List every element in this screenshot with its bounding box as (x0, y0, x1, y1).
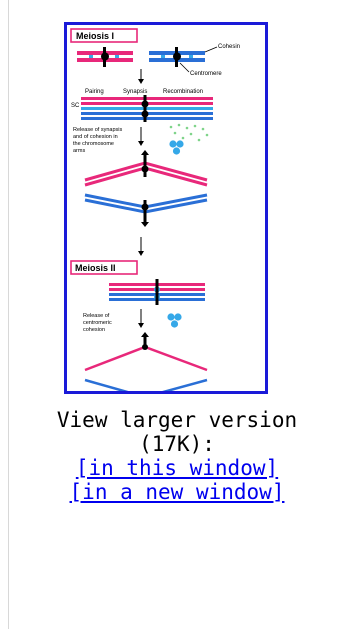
meiosis-i-label: Meiosis I (76, 31, 114, 41)
released-cohesin-dots (169, 123, 209, 155)
meiosis-ii-chromatids (109, 279, 205, 305)
meiosis-ii-label: Meiosis II (75, 263, 116, 273)
figure-thumbnail[interactable]: Meiosis I Cohesin Centromere Pairing Syn… (64, 22, 268, 394)
cohesin-label: Cohesin (218, 44, 240, 50)
left-divider (8, 0, 9, 629)
meiosis-i-label-box (70, 28, 138, 43)
meiosis-ii-label-box (70, 260, 138, 275)
link-in-new-window[interactable]: [in a new window] (69, 480, 285, 504)
anaphase-ii-chromatids (84, 332, 208, 391)
release2-text-3: cohesion (83, 327, 105, 333)
chromosome-pair-left (77, 47, 133, 67)
synapsis-label: Synapsis (123, 89, 147, 95)
recombination-label: Recombination (163, 89, 203, 95)
centromere-label: Centromere (190, 71, 222, 77)
pairing-label: Pairing (85, 89, 104, 95)
release-text-1: Release of synapsis (73, 127, 122, 133)
release2-text-2: centromeric (83, 320, 112, 326)
release-text-3: the chromosome (73, 141, 114, 147)
release2-text-1: Release of (83, 313, 110, 319)
meiosis-diagram: Meiosis I Cohesin Centromere Pairing Syn… (70, 28, 240, 391)
caption-file-size: (17K): (139, 432, 215, 456)
synapsed-bivalent (81, 95, 213, 122)
release-text-2: and of cohesion in (73, 134, 118, 140)
link-in-this-window[interactable]: [in this window] (75, 456, 279, 480)
metaphase-i-chromosomes (84, 150, 208, 227)
image-caption: View larger version (17K): [in this wind… (0, 408, 354, 504)
caption-view-larger: View larger version (56, 408, 298, 432)
chromosome-pair-right (149, 47, 205, 67)
release-text-4: arms (73, 148, 85, 154)
released-centromeric-cohesin (167, 313, 182, 328)
sc-label: SC (71, 103, 80, 109)
